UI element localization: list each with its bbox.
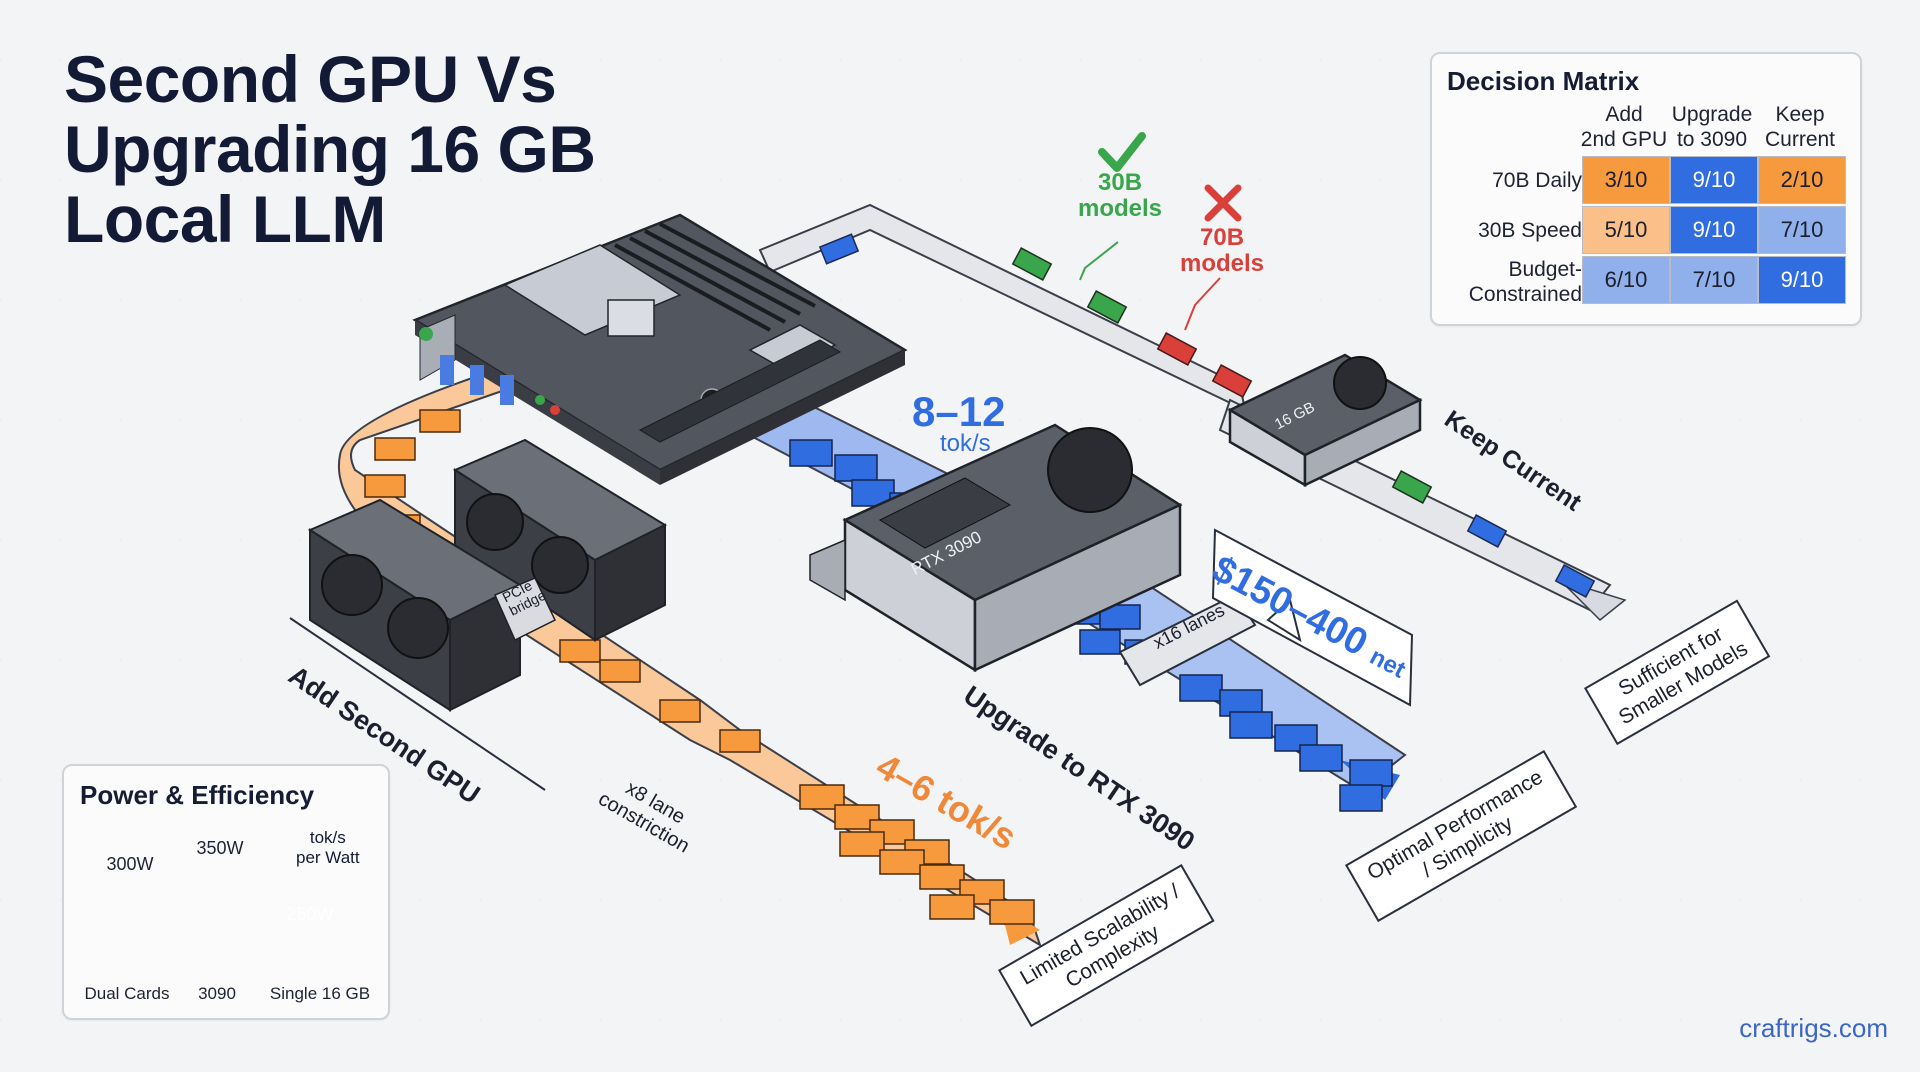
upgrade-speed-value: 8–12 <box>912 388 1006 435</box>
power-bar-label: 350W <box>196 838 244 858</box>
matrix-cell: 9/10 <box>1670 206 1758 254</box>
power-category: 3090 <box>198 984 236 1003</box>
matrix-cell: 7/10 <box>1670 256 1758 304</box>
power-category: Single 16 GB <box>269 984 371 1003</box>
power-bar-label: 250W <box>286 904 334 924</box>
cost-callout <box>1211 528 1414 707</box>
matrix-cell: 9/10 <box>1758 256 1846 304</box>
matrix-row-30b: 30B Speed <box>1478 219 1582 242</box>
power-category: Dual Cards <box>84 984 170 1003</box>
matrix-cell: 5/10 <box>1582 206 1670 254</box>
16gb-card <box>1227 353 1423 488</box>
check-icon <box>1098 132 1146 172</box>
matrix-row-budget: Budget-Constrained <box>1468 258 1582 306</box>
matrix-row-70b: 70B Daily <box>1492 169 1582 192</box>
ok-pointer <box>1079 241 1119 281</box>
power-bar-label: 300W <box>106 854 154 874</box>
x16-lanes-connector <box>1118 593 1257 687</box>
matrix-cell: 6/10 <box>1582 256 1670 304</box>
upgrade-speed-unit: tok/s <box>940 430 991 457</box>
matrix-cell: 2/10 <box>1758 156 1846 204</box>
dual-gpu-cards <box>307 438 668 712</box>
power-title: Power & Efficiency <box>80 780 315 810</box>
keep-current-blocks <box>818 233 1596 598</box>
matrix-cell: 7/10 <box>1758 206 1846 254</box>
page-title: Second GPU Vs Upgrading 16 GB Local LLM <box>64 42 596 256</box>
matrix-cell: 9/10 <box>1670 156 1758 204</box>
brand-watermark: craftrigs.com <box>1739 1013 1888 1043</box>
rtx-3090-card <box>809 423 1183 673</box>
no-pointer <box>1184 277 1221 331</box>
decision-matrix-title: Decision Matrix <box>1447 66 1640 96</box>
matrix-cell: 3/10 <box>1582 156 1670 204</box>
motherboard <box>412 213 908 485</box>
cross-icon <box>1204 184 1242 222</box>
second-gpu-baseline <box>289 617 546 791</box>
